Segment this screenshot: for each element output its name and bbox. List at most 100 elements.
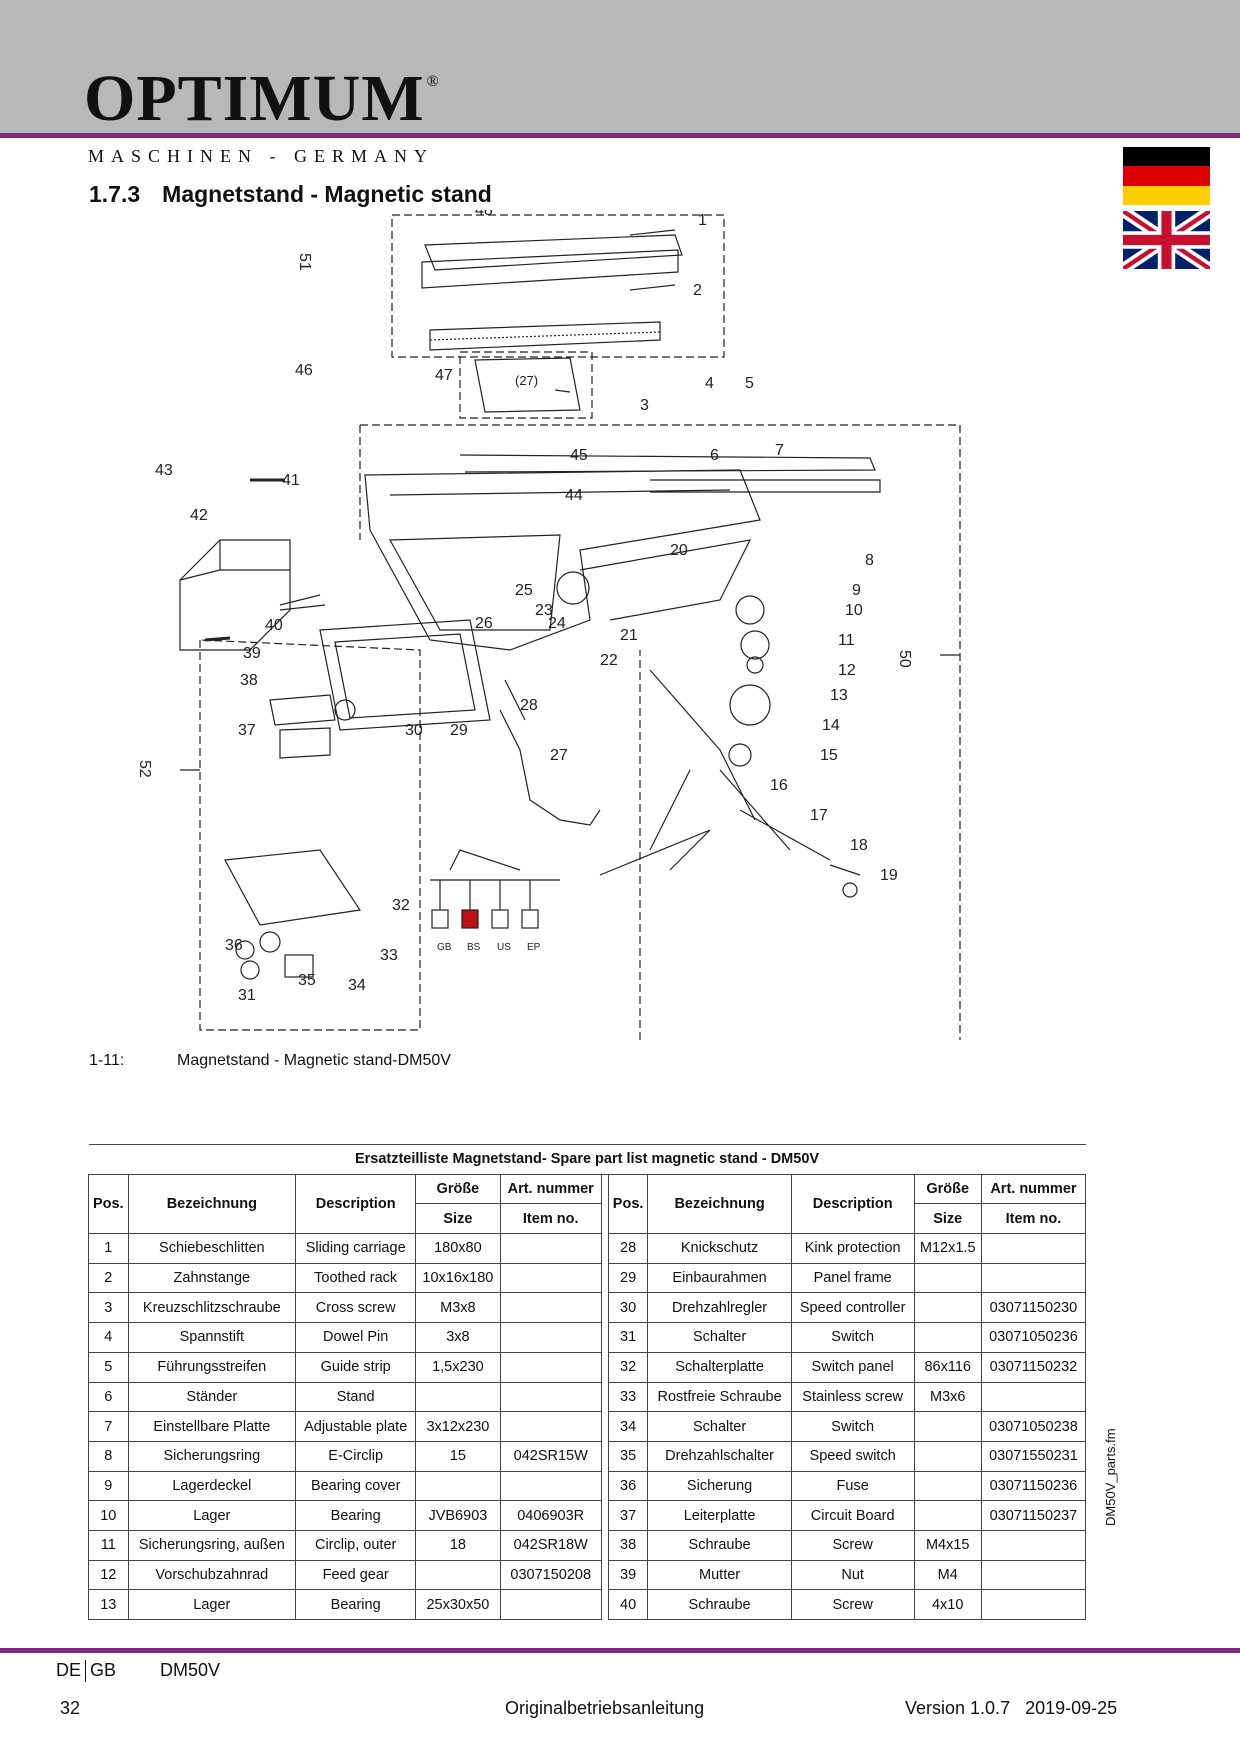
table-gap	[600, 1292, 609, 1323]
cell-item-no-right	[980, 1233, 1087, 1264]
cell-bezeichnung-right: Mutter	[647, 1559, 792, 1591]
cell-bezeichnung: Vorschubzahnrad	[127, 1559, 297, 1591]
cell-size: 180x80	[415, 1233, 501, 1264]
lang-gb: GB	[90, 1660, 117, 1680]
cell-item-no-right	[980, 1262, 1087, 1294]
callout-35: 35	[298, 972, 316, 989]
cell-size: 15	[415, 1440, 501, 1472]
cell-pos: 10	[88, 1500, 129, 1531]
header-rule	[0, 133, 1240, 138]
cell-pos: 5	[88, 1351, 129, 1383]
cell-size-right: 4x10	[913, 1589, 982, 1620]
cell-pos: 2	[88, 1262, 129, 1294]
cell-size: 18	[415, 1529, 501, 1561]
callout-41: 41	[282, 472, 300, 489]
callout-15: 15	[820, 747, 838, 764]
cell-size-right: M3x6	[913, 1381, 982, 1413]
cell-bezeichnung: Kreuzschlitzschraube	[127, 1292, 297, 1324]
cell-description-right: Panel frame	[790, 1262, 915, 1294]
cell-size-right	[913, 1292, 982, 1324]
cell-description: Cross screw	[295, 1292, 417, 1324]
cell-description: Bearing	[295, 1589, 417, 1620]
section-name: Magnetstand - Magnetic stand	[162, 181, 492, 207]
table-gap	[600, 1174, 609, 1234]
cell-pos-right: 32	[607, 1351, 649, 1383]
callout-group-50: 50	[896, 650, 913, 668]
cell-size: 10x16x180	[415, 1262, 501, 1294]
cell-item-no	[499, 1292, 602, 1324]
callout-37: 37	[238, 722, 256, 739]
table-gap	[600, 1322, 609, 1353]
callout-42: 42	[190, 507, 208, 524]
cell-bezeichnung: Lager	[127, 1589, 297, 1620]
callout-22: 22	[600, 652, 618, 669]
col-bezeichnung: Bezeichnung	[127, 1173, 297, 1235]
cell-bezeichnung-right: Schraube	[647, 1589, 792, 1620]
cell-item-no-right: 03071150230	[980, 1292, 1087, 1324]
cell-item-no: 0406903R	[499, 1500, 602, 1531]
cell-item-no: 0307150208	[499, 1559, 602, 1591]
cell-size-right	[913, 1470, 982, 1502]
figure-text: Magnetstand - Magnetic stand-DM50V	[177, 1052, 451, 1069]
page-number: 32	[60, 1698, 81, 1718]
cell-description: Guide strip	[295, 1351, 417, 1383]
callout-43: 43	[155, 462, 173, 479]
callout-29: 29	[450, 722, 468, 739]
cell-pos-right: 35	[607, 1440, 649, 1472]
cell-description-right: Screw	[790, 1529, 915, 1561]
callout-31: 31	[238, 987, 256, 1004]
callout-48: 48	[475, 210, 493, 219]
plug-label-bs: BS	[467, 942, 481, 953]
col-groesse: Größe	[415, 1173, 501, 1205]
cell-description-right: Switch panel	[790, 1351, 915, 1383]
callout-26: 26	[475, 615, 493, 632]
callout-group-51: 51	[296, 253, 313, 271]
footer-rule	[0, 1648, 1240, 1653]
col-bezeichnung-right: Bezeichnung	[647, 1173, 792, 1235]
registered-mark: ®	[426, 73, 440, 90]
cell-size: 25x30x50	[415, 1589, 501, 1620]
cell-item-no	[499, 1470, 602, 1502]
cell-pos-right: 30	[607, 1292, 649, 1324]
footer-model: DM50V	[160, 1660, 221, 1680]
cell-pos-right: 28	[607, 1233, 649, 1264]
figure-caption: 1-11:Magnetstand - Magnetic stand-DM50V	[89, 1052, 451, 1070]
table-gap	[600, 1233, 609, 1264]
cell-pos: 11	[88, 1529, 129, 1561]
cell-description-right: Switch	[790, 1411, 915, 1442]
cell-item-no	[499, 1589, 602, 1620]
callout-8: 8	[865, 552, 874, 569]
callout-13: 13	[830, 687, 848, 704]
callout-30: 30	[405, 722, 423, 739]
cell-bezeichnung-right: Schalter	[647, 1411, 792, 1442]
cell-pos: 6	[88, 1381, 129, 1413]
cell-pos: 8	[88, 1440, 129, 1472]
cell-size-right: 86x116	[913, 1351, 982, 1383]
callout-38: 38	[240, 672, 258, 689]
callout-1: 1	[698, 212, 707, 229]
cell-bezeichnung-right: Einbaurahmen	[647, 1262, 792, 1294]
cell-bezeichnung-right: Rostfreie Schraube	[647, 1381, 792, 1413]
callout-40: 40	[265, 617, 283, 634]
callout-27: 27	[550, 747, 568, 764]
table-gap	[600, 1352, 609, 1382]
cell-size	[415, 1470, 501, 1502]
cell-description-right: Circuit Board	[790, 1500, 915, 1531]
col-description: Description	[295, 1173, 417, 1235]
cell-size-right	[913, 1500, 982, 1531]
cell-size: 3x12x230	[415, 1411, 501, 1442]
cell-description: Bearing cover	[295, 1470, 417, 1502]
brand-tagline: MASCHINEN - GERMANY	[88, 146, 435, 166]
cell-item-no	[499, 1233, 602, 1264]
callout-4: 4	[705, 375, 714, 392]
header-band	[0, 0, 1240, 133]
table-gap	[600, 1560, 609, 1590]
